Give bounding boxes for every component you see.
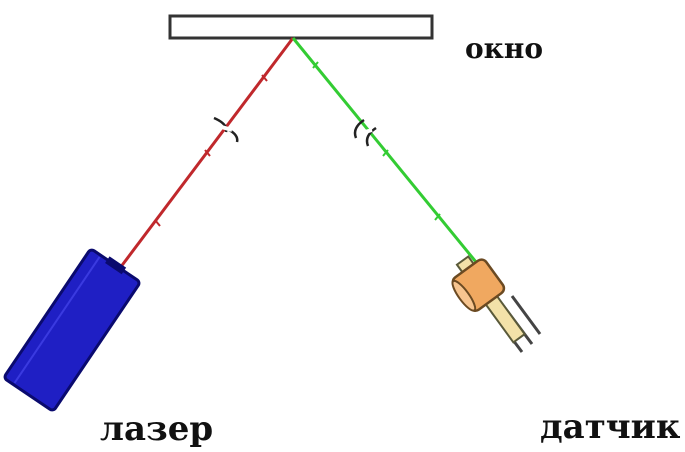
photodiode-sensor-icon (451, 255, 542, 353)
reflected-beam-break-mark (353, 118, 377, 147)
reflected-beam (291, 37, 478, 263)
laser-label: лазер (100, 409, 213, 449)
sensor-label: датчик (540, 407, 681, 447)
laser-icon (3, 248, 141, 412)
window-label: окно (465, 32, 543, 65)
incident-laser-beam (118, 37, 295, 269)
incident-beam-break-mark (213, 116, 239, 143)
window-plate (168, 14, 434, 40)
